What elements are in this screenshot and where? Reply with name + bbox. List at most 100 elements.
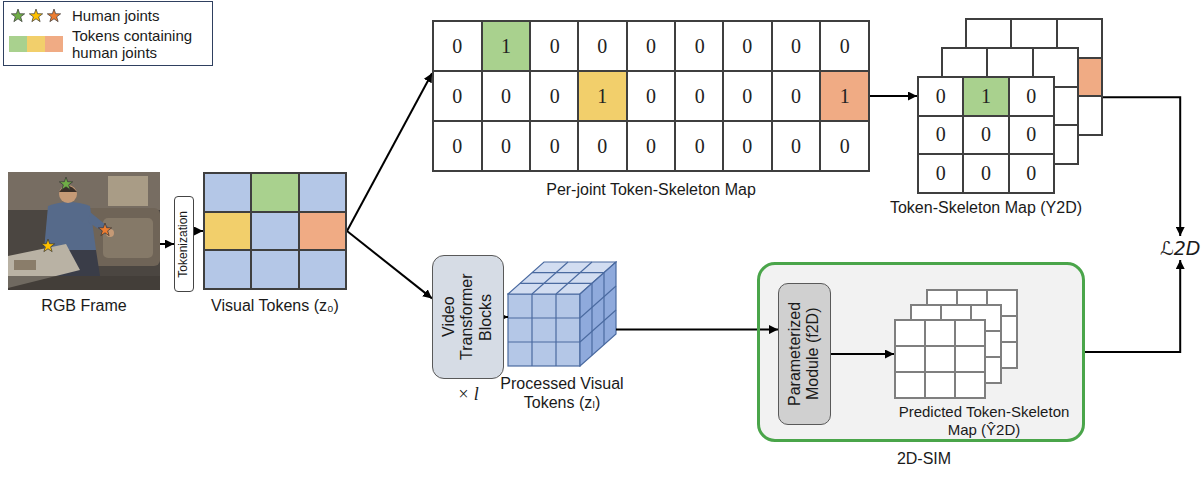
legend-box: Human joints Tokens containing human joi… bbox=[3, 1, 213, 66]
cell-value: 0 bbox=[550, 135, 560, 158]
rotated-label: Video Transformer Blocks bbox=[440, 263, 495, 371]
cell-value: 0 bbox=[936, 123, 946, 146]
cell-value: 0 bbox=[1026, 85, 1036, 108]
cell-value: 0 bbox=[550, 35, 560, 58]
caption-text: Visual Tokens (z₀) bbox=[211, 296, 339, 315]
grid-cell bbox=[956, 321, 984, 345]
arrow-connector bbox=[870, 95, 917, 97]
grid-cell: 0 bbox=[676, 72, 723, 120]
grid-cell: 0 bbox=[628, 72, 675, 120]
grid-cell: 0 bbox=[724, 122, 771, 170]
grid-cell: 0 bbox=[579, 22, 626, 70]
cube-faces bbox=[508, 262, 616, 366]
legend-swatch bbox=[45, 36, 63, 52]
cell-value: 1 bbox=[840, 85, 850, 108]
grid-cell: 0 bbox=[531, 22, 578, 70]
per-joint-maps: 010000000000100000000001000Per-joint Tok… bbox=[432, 20, 870, 172]
grid-cell: 0 bbox=[724, 22, 771, 70]
repeat-box: × l bbox=[457, 384, 479, 405]
legend-text: Tokens containing human joints bbox=[72, 27, 204, 61]
caption-text: Token-Skeleton Map (Y2D) bbox=[890, 198, 1082, 217]
cell-value: 0 bbox=[695, 85, 705, 108]
arrow-connector bbox=[831, 353, 894, 355]
cell-value: 0 bbox=[597, 135, 607, 158]
arrow-connector bbox=[1085, 260, 1180, 352]
caption-box: Predicted Token-Skeleton Map (Ŷ2D) bbox=[884, 403, 1084, 439]
token-grid-node: Visual Tokens (z₀) bbox=[203, 172, 347, 290]
grid-cell bbox=[926, 373, 954, 397]
caption-box: Per-joint Token-Skeleton Map bbox=[546, 180, 756, 199]
cell-value: 0 bbox=[936, 85, 946, 108]
grid-cell: 0 bbox=[919, 78, 962, 115]
grid-cell: 0 bbox=[628, 122, 675, 170]
cell-value: 0 bbox=[981, 162, 991, 185]
caption-text: Per-joint Token-Skeleton Map bbox=[546, 180, 756, 199]
rgb-photo bbox=[8, 172, 160, 290]
caption-text: 2D-SIM bbox=[897, 449, 951, 468]
cell-value: 0 bbox=[840, 135, 850, 158]
grid-cell: 0 bbox=[483, 72, 530, 120]
grid-cell: 0 bbox=[1010, 117, 1053, 154]
grid-cell: 0 bbox=[434, 22, 481, 70]
cell-value: 0 bbox=[742, 135, 752, 158]
legend-sample bbox=[9, 6, 63, 24]
rgb-frame: RGB Frame bbox=[8, 172, 160, 290]
cell-value: 0 bbox=[840, 35, 850, 58]
grid-cell: 0 bbox=[434, 72, 481, 120]
grid-cell: 0 bbox=[434, 122, 481, 170]
legend-swatch bbox=[27, 36, 45, 52]
token-grid: 0 1 0 0 0 0 0 0 0 bbox=[917, 76, 1055, 194]
cell-value: 1 bbox=[501, 35, 511, 58]
cell-value: 0 bbox=[695, 35, 705, 58]
cell-value: 0 bbox=[695, 135, 705, 158]
cell-value: 0 bbox=[1026, 123, 1036, 146]
grid-cell bbox=[252, 251, 297, 288]
rotated-label: Tokenization bbox=[177, 211, 191, 278]
cell-value: 0 bbox=[791, 85, 801, 108]
module-frame: 2D-SIMParameterized Module (f2D)Predicte… bbox=[757, 262, 1085, 442]
grid-cell bbox=[300, 174, 345, 211]
legend-text: Human joints bbox=[72, 7, 160, 24]
cell-value: 0 bbox=[791, 135, 801, 158]
grid-cell: 0 bbox=[964, 155, 1007, 192]
room-scene bbox=[8, 172, 160, 290]
grid-cell: 1 bbox=[483, 22, 530, 70]
caption-box: Processed Visual Tokens (zₗ) bbox=[487, 374, 637, 412]
arrow-connector bbox=[194, 230, 203, 232]
grid-cell bbox=[205, 213, 250, 250]
cell-value: 0 bbox=[452, 135, 462, 158]
cell-value: 1 bbox=[981, 85, 991, 108]
grid-cell: 0 bbox=[773, 122, 820, 170]
caption-box: 2D-SIM bbox=[897, 449, 951, 468]
cell-value: 0 bbox=[936, 162, 946, 185]
caption-box: Visual Tokens (z₀) bbox=[211, 296, 339, 315]
cell-value: 0 bbox=[1026, 162, 1036, 185]
grid-cell bbox=[300, 251, 345, 288]
cell-value: 0 bbox=[597, 35, 607, 58]
grid-cell: 0 bbox=[579, 122, 626, 170]
cell-value: 0 bbox=[452, 85, 462, 108]
grid-cell: 0 bbox=[821, 122, 868, 170]
grid-cell: 0 bbox=[724, 72, 771, 120]
grid-cell: 0 bbox=[628, 22, 675, 70]
grid-cell: 0 bbox=[821, 22, 868, 70]
grid-cell: 0 bbox=[531, 122, 578, 170]
grid-cell bbox=[300, 213, 345, 250]
cell-value: 0 bbox=[646, 135, 656, 158]
token-cube-node: Processed Visual Tokens (zₗ) bbox=[508, 262, 616, 366]
cell-value: 0 bbox=[742, 35, 752, 58]
legend-swatch bbox=[9, 36, 27, 52]
repeat-count: × l bbox=[457, 384, 479, 405]
grid-cell bbox=[896, 373, 924, 397]
grid-cell bbox=[896, 347, 924, 371]
arrow-connector bbox=[616, 329, 778, 331]
cell-value: 0 bbox=[981, 123, 991, 146]
grid-cell: 0 bbox=[964, 117, 1007, 154]
grid-cell: 0 bbox=[1010, 78, 1053, 115]
caption-box: Token-Skeleton Map (Y2D) bbox=[890, 198, 1082, 217]
token-grid: 000100000 bbox=[577, 20, 725, 172]
arrow-connector bbox=[347, 73, 432, 231]
grid-cell: 0 bbox=[676, 122, 723, 170]
grid-cell bbox=[252, 174, 297, 211]
grid-cell: 1 bbox=[821, 72, 868, 120]
